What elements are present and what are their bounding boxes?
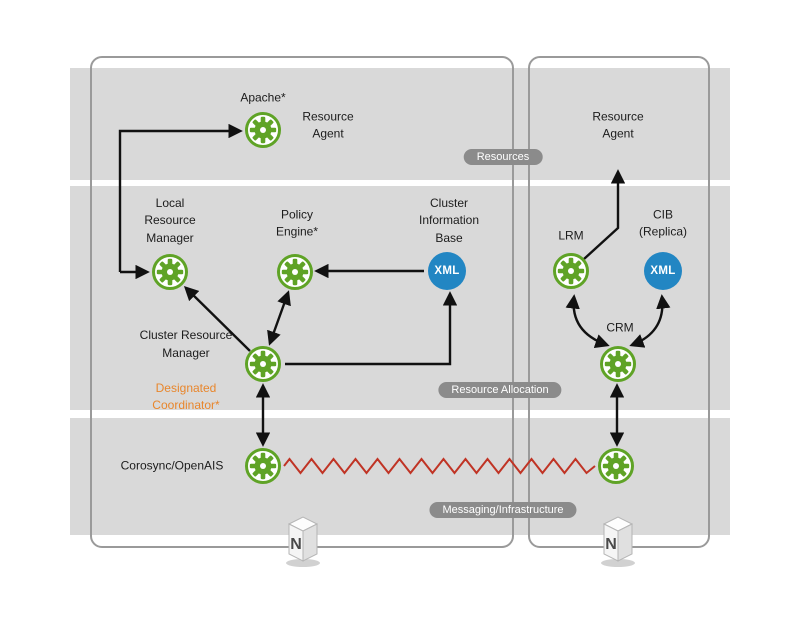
crm-right-label: CRM <box>606 320 634 335</box>
designated-coordinator-label: Designated Coordinator* <box>152 380 220 413</box>
apache-label: Apache* <box>240 90 286 105</box>
lrm-right-label: LRM <box>558 228 584 243</box>
cib-replica-xml-icon: XML <box>644 252 682 290</box>
apache-resource-agent-gear-icon <box>243 110 283 150</box>
corosync-label: Corosync/OpenAIS <box>120 458 224 473</box>
local-resource-manager-gear-icon <box>150 252 190 292</box>
server-node-right-icon <box>596 512 640 568</box>
server-node-left-icon <box>281 512 325 568</box>
resource-agent-left-label: Resource Agent <box>302 109 354 141</box>
crm-title: Cluster Resource Manager <box>139 328 233 360</box>
corosync-right-gear-icon <box>596 446 636 486</box>
messaging-layer-badge: Messaging/Infrastructure <box>429 502 577 518</box>
cluster-resource-manager-label: Cluster Resource Manager Designated Coor… <box>140 310 233 432</box>
cluster-resource-manager-gear-icon <box>243 344 283 384</box>
cib-replica-label: CIB (Replica) <box>638 207 688 239</box>
policy-engine-label: Policy Engine* <box>275 207 319 239</box>
cib-xml-icon: XML <box>428 252 466 290</box>
resource-allocation-layer-badge: Resource Allocation <box>438 382 562 398</box>
crm-right-gear-icon <box>598 344 638 384</box>
resource-agent-right-label: Resource Agent <box>592 109 644 141</box>
xml-text: XML <box>650 265 676 277</box>
cluster-information-base-label: Cluster Information Base <box>418 195 480 245</box>
resources-layer-badge: Resources <box>463 149 543 165</box>
lrm-right-gear-icon <box>551 251 591 291</box>
policy-engine-gear-icon <box>275 252 315 292</box>
local-resource-manager-label: Local Resource Manager <box>144 195 196 245</box>
corosync-left-gear-icon <box>243 446 283 486</box>
xml-text: XML <box>434 265 460 277</box>
